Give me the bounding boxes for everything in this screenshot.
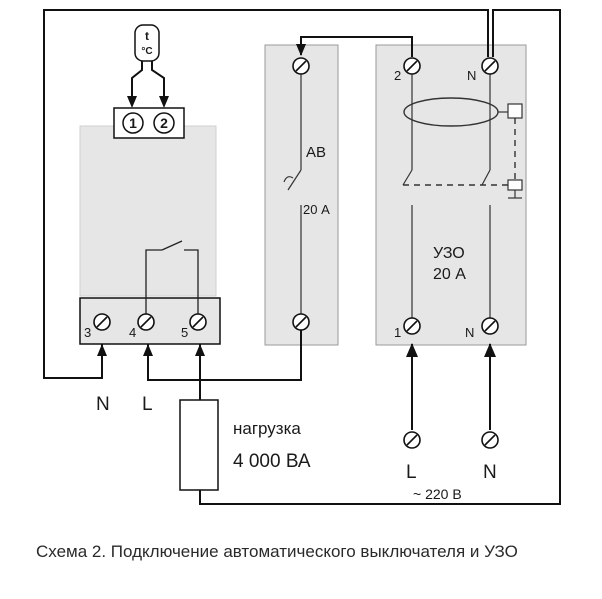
controller-terminal-3: 3 bbox=[84, 325, 91, 340]
sensor-symbol: t bbox=[145, 29, 149, 43]
wiring bbox=[43, 9, 561, 505]
diagram-labels: t °C 1 2 3 4 5 АВ 20 А 2 N УЗО 20 А 1 N … bbox=[84, 29, 497, 502]
rcd-device bbox=[375, 44, 527, 346]
sensor-terminal-1: 1 bbox=[129, 115, 137, 131]
rcd-terminal-top-left: 2 bbox=[394, 68, 401, 83]
diagram-caption: Схема 2. Подключение автоматического вык… bbox=[36, 542, 518, 561]
breaker-name: АВ bbox=[306, 144, 326, 161]
label-l-left: L bbox=[142, 394, 153, 415]
rcd-name: УЗО bbox=[433, 245, 465, 262]
arrowheads bbox=[97, 44, 496, 357]
rcd-terminal-bottom-left: 1 bbox=[394, 325, 401, 340]
sensor-terminal-2: 2 bbox=[160, 115, 168, 131]
load-name: нагрузка bbox=[233, 419, 301, 438]
controller-terminal-4: 4 bbox=[129, 325, 136, 340]
controller-unit bbox=[79, 125, 221, 345]
sensor-terminal-box bbox=[113, 107, 185, 139]
label-supply-n: N bbox=[483, 462, 497, 483]
sensor-unit: °C bbox=[141, 46, 152, 57]
temperature-sensor bbox=[127, 24, 169, 108]
rcd-terminal-bottom-right: N bbox=[465, 325, 474, 340]
rcd-terminal-top-right: N bbox=[467, 68, 476, 83]
circuit-breaker bbox=[264, 44, 339, 346]
label-supply-l: L bbox=[406, 462, 417, 483]
breaker-rating: 20 А bbox=[303, 202, 330, 217]
load-power: 4 000 ВА bbox=[233, 451, 311, 472]
controller-terminal-5: 5 bbox=[181, 325, 188, 340]
supply-voltage: ~ 220 В bbox=[413, 486, 462, 502]
label-n-left: N bbox=[96, 394, 110, 415]
rcd-rating: 20 А bbox=[433, 266, 466, 283]
load-resistor bbox=[179, 399, 219, 491]
